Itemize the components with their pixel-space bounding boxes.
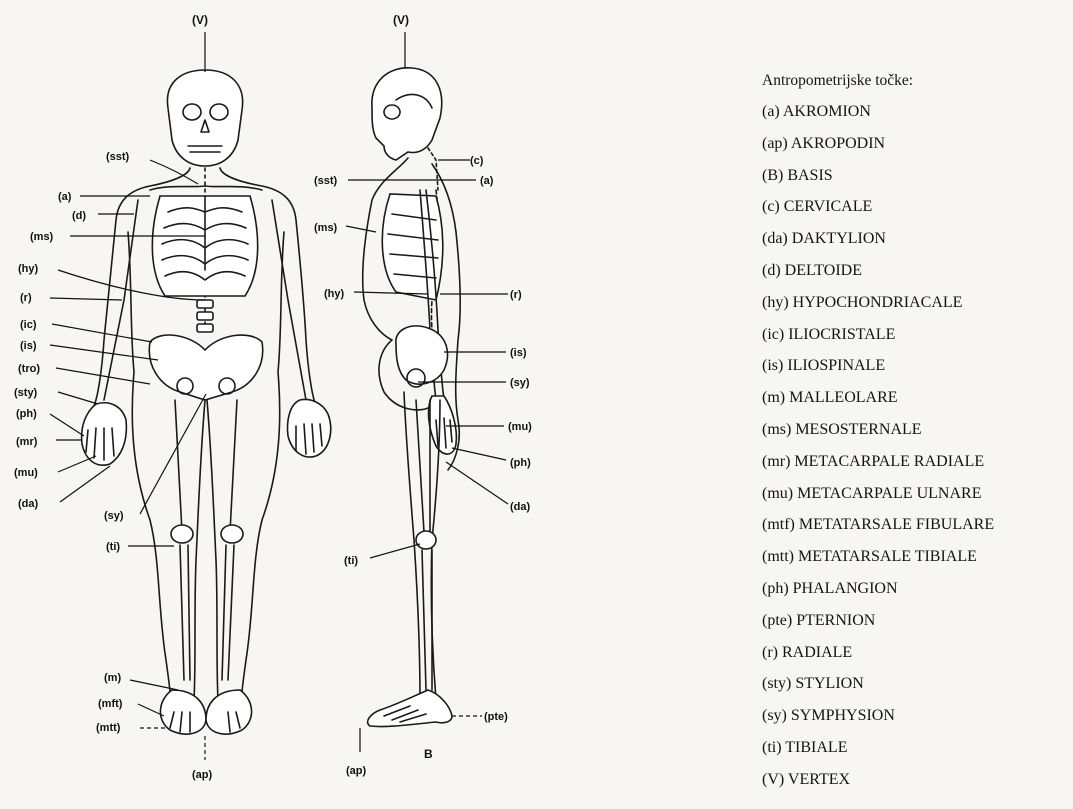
front-skeleton — [82, 70, 331, 734]
side-label-c: (c) — [470, 155, 484, 167]
side-label-pte: (pte) — [484, 711, 508, 723]
legend-item: (ms) MESOSTERNALE — [762, 414, 1068, 446]
legend-item: (ap) AKROPODIN — [762, 128, 1068, 160]
front-label-r: (r) — [20, 292, 32, 304]
legend-item: (m) MALLEOLARE — [762, 382, 1068, 414]
legend-item: (pte) PTERNION — [762, 605, 1068, 637]
side-label-ph: (ph) — [510, 457, 531, 469]
legend-item: (hy) HYPOCHONDRIACALE — [762, 287, 1068, 319]
side-label-da: (da) — [510, 501, 531, 513]
front-label-ms: (ms) — [30, 231, 54, 243]
front-label-sty: (sty) — [14, 387, 38, 399]
front-label-sy: (sy) — [104, 510, 124, 522]
front-label-hy: (hy) — [18, 263, 39, 275]
legend-item: (V) VERTEX — [762, 764, 1068, 796]
front-label-d: (d) — [72, 210, 86, 222]
legend-list: (a) AKROMION (ap) AKROPODIN (B) BASIS (c… — [762, 96, 1068, 796]
legend-item: (mu) METACARPALE ULNARE — [762, 478, 1068, 510]
legend-item: (c) CERVICALE — [762, 191, 1068, 223]
front-label-ph: (ph) — [16, 408, 37, 420]
side-label-v: (V) — [393, 13, 409, 27]
front-label-da: (da) — [18, 498, 39, 510]
front-label-mu: (mu) — [14, 467, 38, 479]
front-label-sst: (sst) — [106, 151, 130, 163]
side-label-mu: (mu) — [508, 421, 532, 433]
front-label-is: (is) — [20, 340, 37, 352]
legend-item: (mr) METACARPALE RADIALE — [762, 446, 1068, 478]
front-label-mr: (mr) — [16, 436, 38, 448]
side-label-a: (a) — [480, 175, 494, 187]
side-label-is: (is) — [510, 347, 527, 359]
legend-item: (ph) PHALANGION — [762, 573, 1068, 605]
front-label-v: (V) — [192, 13, 208, 27]
side-label-sy: (sy) — [510, 377, 530, 389]
side-label-b: B — [424, 747, 433, 761]
legend: Antropometrijske točke: (a) AKROMION (ap… — [762, 70, 1068, 796]
side-label-sst: (sst) — [314, 175, 338, 187]
legend-item: (da) DAKTYLION — [762, 223, 1068, 255]
front-label-a: (a) — [58, 191, 72, 203]
front-label-ic: (ic) — [20, 319, 37, 331]
side-skeleton — [363, 68, 460, 727]
legend-item: (ic) ILIOCRISTALE — [762, 319, 1068, 351]
legend-item: (is) ILIOSPINALE — [762, 350, 1068, 382]
legend-item: (d) DELTOIDE — [762, 255, 1068, 287]
side-label-r: (r) — [510, 289, 522, 301]
side-label-hy: (hy) — [324, 288, 345, 300]
front-label-ap: (ap) — [192, 769, 213, 781]
front-label-ti: (ti) — [106, 541, 120, 553]
legend-item: (mtf) METATARSALE FIBULARE — [762, 509, 1068, 541]
legend-item: (sy) SYMPHYSION — [762, 700, 1068, 732]
legend-item: (a) AKROMION — [762, 96, 1068, 128]
legend-item: (B) BASIS — [762, 160, 1068, 192]
legend-item: (sty) STYLION — [762, 668, 1068, 700]
legend-title: Antropometrijske točke: — [762, 70, 1068, 92]
front-label-mft: (mft) — [98, 698, 123, 710]
side-label-ap: (ap) — [346, 765, 367, 777]
legend-item: (r) RADIALE — [762, 637, 1068, 669]
legend-item: (ti) TIBIALE — [762, 732, 1068, 764]
front-label-mtt: (mtt) — [96, 722, 121, 734]
front-label-m: (m) — [104, 672, 121, 684]
front-label-tro: (tro) — [18, 363, 40, 375]
legend-item: (mtt) METATARSALE TIBIALE — [762, 541, 1068, 573]
side-label-ms: (ms) — [314, 222, 338, 234]
side-label-ti: (ti) — [344, 555, 358, 567]
